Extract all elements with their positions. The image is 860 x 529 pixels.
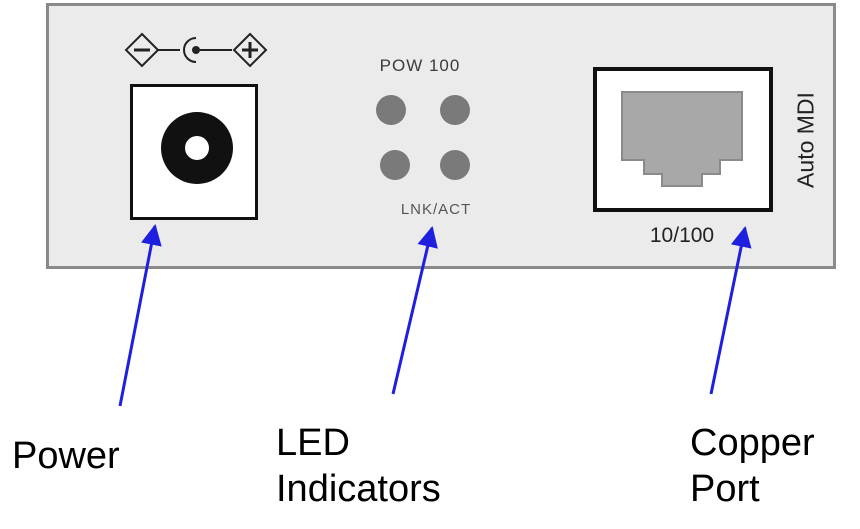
led-lnk: [380, 150, 410, 180]
arrow-led: [391, 225, 438, 395]
led-pow: [376, 95, 406, 125]
led-label-pow-100: POW 100: [379, 56, 461, 75]
callout-copper-port: Copper Port: [690, 422, 815, 510]
polarity-symbol-icon: [124, 32, 268, 68]
callout-led-indicators: LED Indicators: [276, 422, 441, 510]
rj45-socket-icon: [621, 91, 743, 187]
arrow-copper: [709, 225, 752, 395]
led-label-lnk-act: LNK/ACT: [400, 201, 472, 218]
led-100: [440, 95, 470, 125]
arrow-power: [118, 223, 162, 407]
led-act: [440, 150, 470, 180]
power-jack-pin: [185, 136, 209, 160]
callout-power: Power: [12, 435, 120, 477]
port-speed-label: 10/100: [649, 224, 715, 247]
